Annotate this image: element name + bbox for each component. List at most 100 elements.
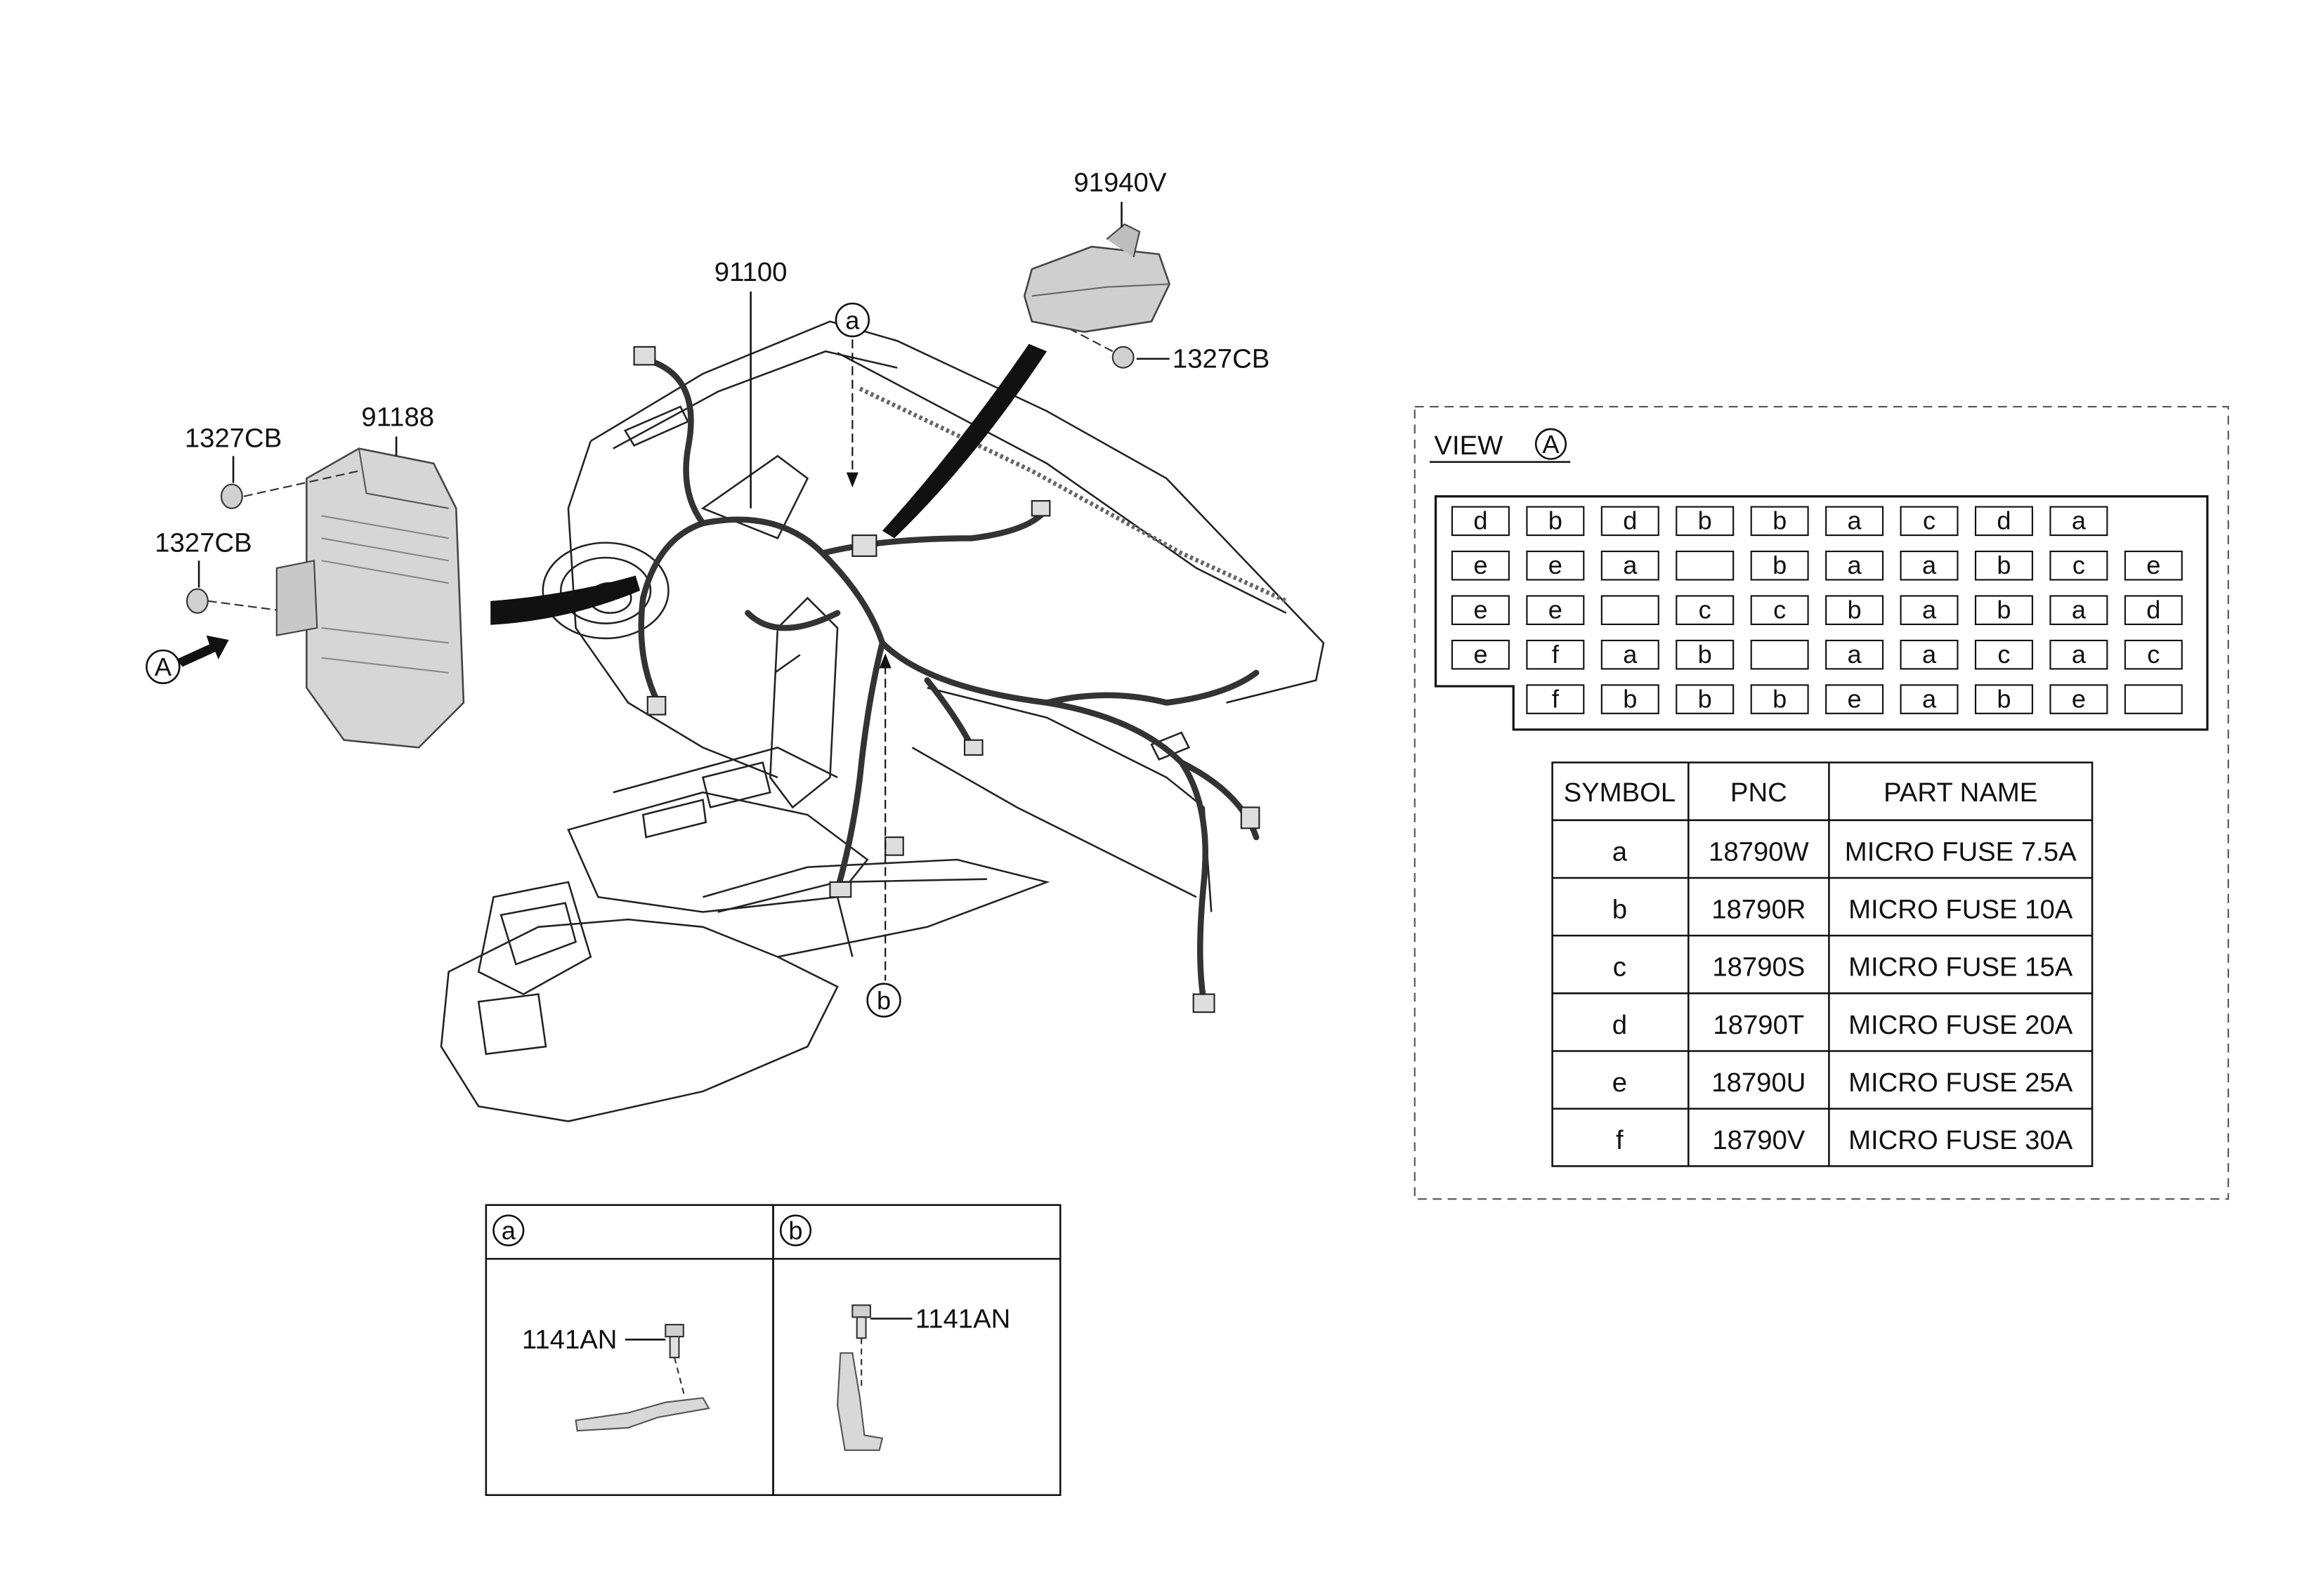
table-cell: MICRO FUSE 30A [1848,1125,2073,1155]
fuse-slot-label: b [1548,506,1562,535]
detail-box-b: b 1141AN [772,1204,1062,1496]
fuse-slot: b [1974,684,2033,714]
nut-icon [186,346,1135,614]
fuse-slot-label: c [1773,595,1786,624]
label-91100: 91100 [714,257,788,287]
fuse-slot-label: a [1623,551,1638,579]
table-cell: d [1612,1010,1627,1040]
fuse-slot-label: b [1698,684,1712,713]
fuse-slot-label: a [2072,640,2087,669]
label-1327cb-left-upper: 1327CB [185,423,282,453]
fuse-slot: a [1900,551,1959,581]
fuse-slot: b [1974,551,2033,581]
fuse-slot-label: c [1997,640,2010,669]
fuse-slot-label: b [1698,506,1712,535]
bolt-icon [665,1323,684,1358]
fuse-slot [1676,551,1735,581]
fuse-slot-label: c [1923,506,1935,535]
table-cell: MICRO FUSE 10A [1848,894,2073,924]
table-cell: MICRO FUSE 25A [1848,1068,2073,1098]
fuse-slot-label: d [1997,506,2011,535]
connector-91940v [1023,223,1171,333]
pointer-sweep-left [490,575,641,625]
fuse-slot: d [1974,506,2033,537]
fuse-slot-label: e [1473,595,1487,624]
view-marker-a: A [145,649,181,685]
fuse-slot-label: b [1848,595,1862,624]
table-cell: b [1612,894,1627,924]
fuse-slot: c [2049,551,2108,581]
fuse-slot-label: f [1552,684,1560,713]
table-cell: e [1612,1068,1627,1098]
table-header-cell: PNC [1730,777,1787,808]
fuse-slot: c [2124,640,2183,670]
fuse-slot: e [2124,551,2183,581]
fuse-slot: a [2049,506,2108,537]
label-91188: 91188 [361,402,434,433]
fuse-slot: b [1750,684,1809,714]
fuse-slot: d [2124,595,2183,626]
fuse-slot [1600,595,1659,626]
fuse-slot: b [1526,506,1585,537]
fuse-slot: e [1451,640,1510,670]
detail-b-bolt-label: 1141AN [915,1304,1011,1334]
fuse-slot-label: e [1548,595,1562,624]
fuse-slot-label: e [1473,551,1487,579]
fuse-slot: b [1676,684,1735,714]
fuse-slot-label: a [1848,640,1862,669]
fuse-slot: e [2049,684,2108,714]
fuse-slot-label: a [1922,595,1937,624]
table-cell: 18790W [1709,836,1809,867]
fuse-slot: a [1900,640,1959,670]
table-header-cell: SYMBOL [1564,777,1676,808]
fuse-slot: a [1600,551,1659,581]
fuse-slot: a [1825,640,1884,670]
svg-text:b: b [877,986,891,1015]
fuse-slot: e [1825,684,1884,714]
fuse-slot-label: b [1773,506,1787,535]
fuse-slot-label: f [1552,640,1560,669]
table-cell: 18790R [1711,894,1806,924]
fuse-slot: d [1600,506,1659,537]
fuse-slot: a [2049,595,2108,626]
fuse-block-outline [1434,495,2209,731]
fuse-slot-label: b [1698,640,1712,669]
fuse-slot-label: a [1922,640,1937,669]
fuse-slot-label: a [1848,506,1862,535]
fuse-slot: b [1676,506,1735,537]
svg-text:a: a [845,306,860,334]
fuse-slot: a [1900,595,1959,626]
table-cell: 18790V [1712,1125,1805,1155]
fuse-slot: e [1451,551,1510,581]
detail-a-bolt-label: 1141AN [522,1325,618,1355]
fuse-slot-label: e [1848,684,1862,713]
label-1327cb-top-right: 1327CB [1173,344,1269,374]
bolt-icon [851,1304,871,1339]
table-cell: MICRO FUSE 20A [1848,1010,2073,1040]
fuse-slot: b [1825,595,1884,626]
fuse-slot-label: d [2146,595,2160,624]
fuse-slot: a [1825,551,1884,581]
fuse-slot: b [1974,595,2033,626]
fuse-slot: e [1526,595,1585,626]
fuse-slot: a [1600,640,1659,670]
fuse-slot-label: a [1922,684,1937,713]
view-marker-label: A [1542,430,1560,459]
detail-b-tag: b [788,1216,802,1245]
fuse-slot: d [1451,506,1510,537]
fuse-slot-label: a [2072,595,2087,624]
table-cell: MICRO FUSE 7.5A [1845,836,2077,867]
fuse-slot-label: c [1699,595,1711,624]
table-cell: 18790T [1713,1010,1804,1040]
fuse-slot-label: d [1473,506,1487,535]
callout-b: b [866,983,901,1018]
label-1327cb-left-lower: 1327CB [155,527,252,558]
fuse-slot-label: b [1997,684,2011,713]
harness-connectors [633,346,1260,1013]
fuse-slot-label: b [1623,684,1637,713]
fuse-slot-label: a [1922,551,1937,579]
detail-a-tag: a [502,1216,516,1245]
